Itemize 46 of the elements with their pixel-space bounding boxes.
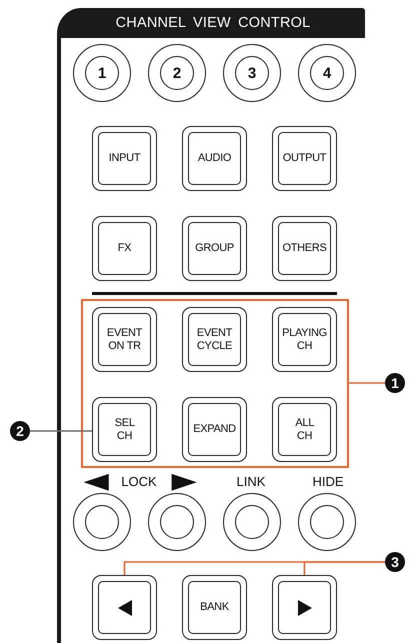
square-button: [92, 126, 157, 191]
button-caption: HIDE: [312, 474, 344, 489]
button-caption: LINK: [236, 474, 266, 489]
leader-line: [349, 382, 385, 384]
square-button: [92, 216, 157, 281]
button-label: PLAYING CH: [282, 326, 327, 352]
button-label: GROUP: [195, 242, 234, 255]
direction-glyph: ◀: [83, 469, 109, 493]
button-label: OUTPUT: [282, 152, 326, 165]
highlight-frame: [81, 299, 349, 468]
square-button: [92, 397, 157, 462]
square-button: [272, 307, 337, 372]
button-number: 3: [248, 64, 256, 82]
button-label: EVENT CYCLE: [196, 326, 232, 352]
button-caption: LOCK: [121, 474, 157, 489]
button-label: SEL CH: [114, 416, 134, 442]
callout-number: 2: [10, 421, 30, 441]
square-button: [272, 216, 337, 281]
direction-glyph: ▶: [171, 469, 197, 493]
button-label: AUDIO: [198, 152, 232, 165]
square-button: [182, 397, 247, 462]
callout-number: 3: [385, 552, 405, 572]
square-button: [182, 307, 247, 372]
button-label: EVENT ON TR: [106, 326, 144, 352]
square-button: [92, 575, 157, 640]
panel-title: CHANNEL VIEW CONTROL: [114, 14, 312, 33]
button-label: INPUT: [108, 152, 140, 165]
square-button: [182, 216, 247, 281]
square-button: [272, 397, 337, 462]
control-panel: [57, 8, 365, 643]
button-label: OTHERS: [282, 242, 327, 255]
square-button: [272, 126, 337, 191]
callout-number: 1: [385, 373, 405, 393]
leader-line: [304, 561, 385, 575]
square-button: [272, 575, 337, 640]
button-label: EXPAND: [193, 423, 236, 436]
button-number: 4: [322, 64, 332, 82]
leader-line: [30, 430, 92, 432]
button-number: 2: [172, 64, 182, 82]
button-number: 1: [98, 64, 106, 82]
button-label: ALL CH: [295, 416, 314, 442]
button-label: FX: [118, 242, 132, 255]
square-button: [182, 126, 247, 191]
square-button: [92, 307, 157, 372]
square-button: [182, 575, 247, 640]
button-label: BANK: [200, 601, 229, 614]
